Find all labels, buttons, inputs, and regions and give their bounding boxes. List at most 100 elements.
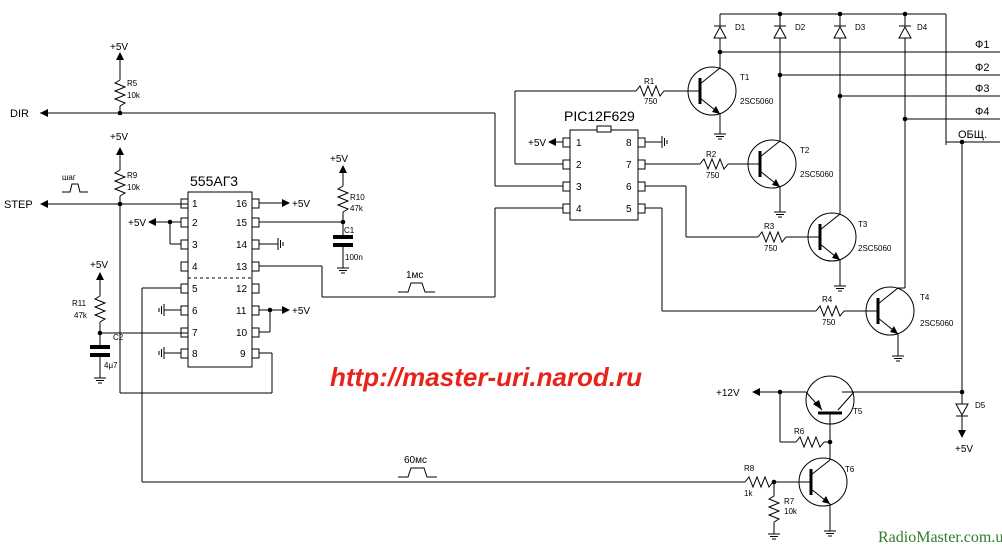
ic-pic12f629 [562,125,646,221]
t3-label: T3 [858,220,868,229]
transistor-t6 [774,457,848,537]
t4-type: 2SC5060 [920,319,954,328]
pic-wiring [514,84,868,318]
step-label: STEP [4,199,33,211]
common-rail [842,139,969,438]
output-labels: Ф1 Ф2 Ф3 Ф4 ОБЩ. [958,39,989,141]
svg-text:2: 2 [576,160,582,171]
r4-label: R4 [822,295,833,304]
pulse-60ms-line [142,467,745,483]
step-note: шаг [62,173,76,182]
r8-r7-network [744,475,781,540]
ic-555ag3-right-pins: 16 15 14 13 12 11 10 9 [236,199,248,360]
ic-555ag3-name: 555АГ3 [190,173,238,189]
svg-text:7: 7 [626,160,632,171]
transistor-t3 [807,96,857,292]
r1-label: R1 [644,77,655,86]
r11-value: 47k [74,311,88,320]
r9-pullup [113,147,127,207]
u555-pin16-vcc: +5V [292,199,310,210]
v12-arrow [752,388,760,396]
ic-555ag3-left-pins: 1 2 3 4 5 6 7 8 [192,199,198,360]
r8-label: R8 [744,464,755,473]
svg-text:6: 6 [192,306,198,317]
r2-value: 750 [706,171,720,180]
ic-555ag3 [180,191,260,368]
t1-label: T1 [740,73,750,82]
t5-label: T5 [853,407,863,416]
r11-vcc-label: +5V [90,260,108,271]
r9-value: 10k [127,183,141,192]
d5-vcc-label: +5V [955,444,973,455]
d5-label: D5 [975,401,986,410]
pulse-1ms-waveform [398,282,435,293]
pulse-60ms-label: 60мс [404,455,427,466]
u555-right-wiring [259,199,563,393]
d1-label: D1 [735,23,746,32]
u555-pin11-vcc: +5V [292,306,310,317]
t3-type: 2SC5060 [858,244,892,253]
r1-value: 750 [644,97,658,106]
dir-label: DIR [10,108,29,120]
svg-text:8: 8 [192,349,198,360]
v12-label: +12V [716,388,740,399]
u555-left-wiring [141,218,181,482]
r11-c2-network [90,272,188,384]
r7-value: 10k [784,507,798,516]
c1-value: 100n [345,253,363,262]
svg-text:8: 8 [626,138,632,149]
d4-label: D4 [917,23,928,32]
r7-label: R7 [784,497,795,506]
u555-pin2-vcc: +5V [128,218,146,229]
r2-label: R2 [706,150,717,159]
r4-value: 750 [822,318,836,327]
ic-pic-left-pins: 1 2 3 4 [576,138,582,215]
t1-type: 2SC5060 [740,97,774,106]
svg-text:14: 14 [236,240,248,251]
r6-resistor [777,389,833,449]
ic-pic-right-pins: 8 7 6 5 [626,138,632,215]
r10-c1-network [333,165,353,274]
r8-value: 1k [744,489,753,498]
ic-pic-name: PIC12F629 [564,108,635,124]
pulse-1ms-label: 1мс [406,270,423,281]
diode-rail [713,11,1000,145]
r10-value: 47k [350,204,364,213]
t2-label: T2 [800,146,810,155]
r3-value: 750 [764,244,778,253]
transistor-t5 [760,375,855,460]
t6-label: T6 [845,465,855,474]
transistor-t2 [747,75,797,218]
transistor-t1 [687,40,737,140]
r11-label: R11 [72,299,87,308]
r10-label: R10 [350,193,365,202]
transistor-t4 [865,40,915,362]
svg-text:7: 7 [192,328,198,339]
step-line [40,183,272,394]
svg-text:16: 16 [236,199,248,210]
svg-text:5: 5 [626,204,632,215]
d3-label: D3 [855,23,866,32]
r10-vcc-label: +5V [330,154,348,165]
svg-text:13: 13 [236,262,248,273]
svg-text:11: 11 [236,306,247,317]
svg-text:4: 4 [576,204,582,215]
r9-label: R9 [127,171,138,180]
t2-type: 2SC5060 [800,170,834,179]
svg-text:1: 1 [192,199,198,210]
c2-label: C2 [113,333,124,342]
r3-label: R3 [764,222,775,231]
r5-value: 10k [127,91,141,100]
svg-text:9: 9 [240,349,246,360]
dir-line [40,109,563,187]
svg-text:3: 3 [192,240,198,251]
output-f3: Ф3 [975,83,989,95]
pic-pin1-vcc: +5V [528,138,546,149]
output-f1: Ф1 [975,39,989,51]
t4-label: T4 [920,293,930,302]
c1-label: C1 [344,226,355,235]
svg-text:10: 10 [236,328,248,339]
brand-watermark: RadioMaster.com.ua [878,529,1002,546]
c2-value: 4μ7 [104,361,118,370]
